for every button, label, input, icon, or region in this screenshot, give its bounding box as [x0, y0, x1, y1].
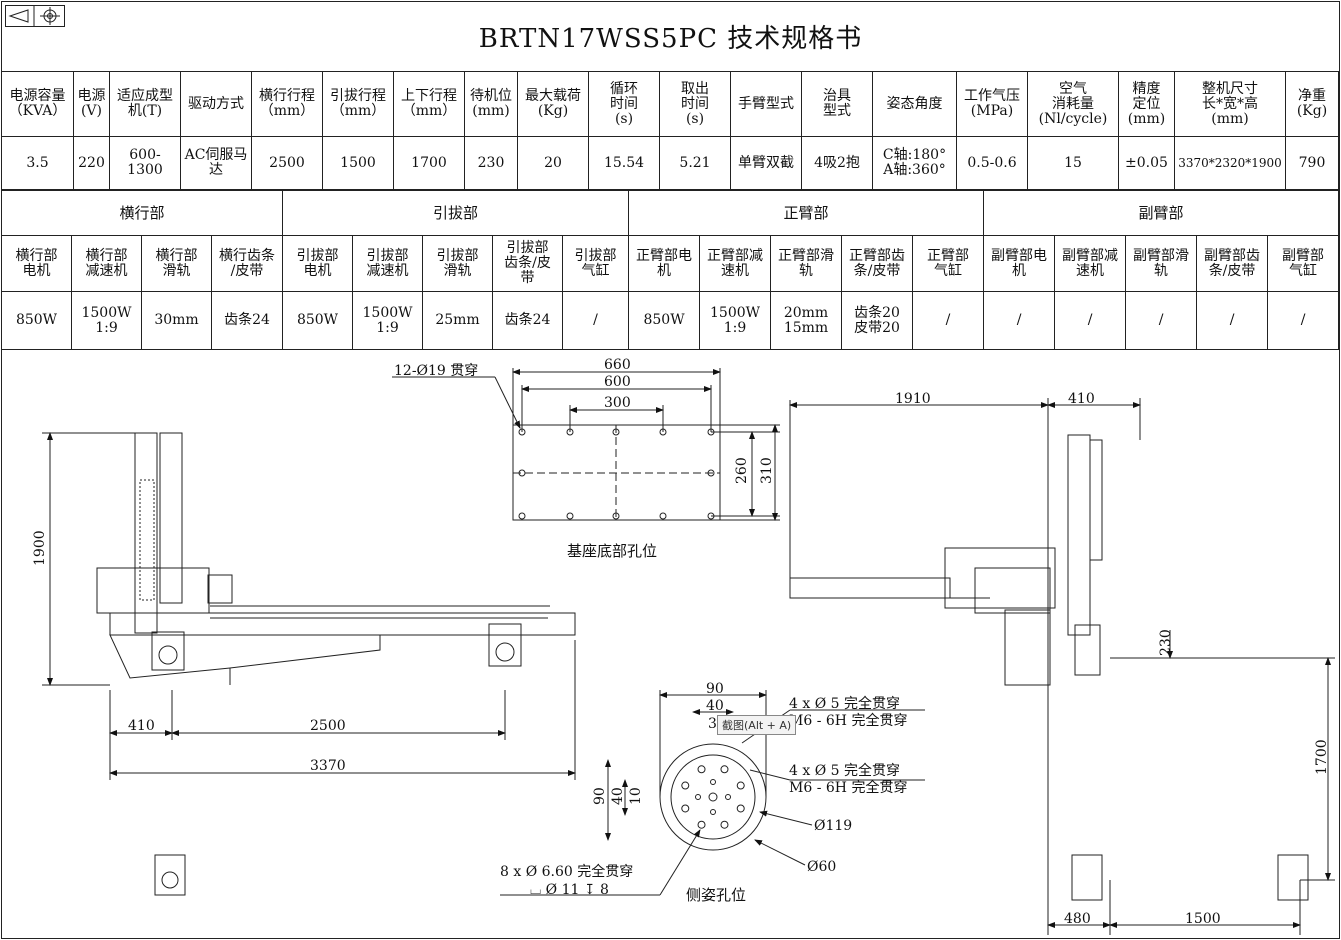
component-value-3: 齿条24 — [210, 291, 284, 350]
component-header-15: 副臂部减 速机 — [1054, 235, 1127, 292]
component-header-0: 横行部 电机 — [1, 235, 72, 292]
component-value-11: 20mm 15mm — [770, 291, 843, 350]
component-header-8: 引拔部 气缸 — [562, 235, 630, 292]
component-value-9: 850W — [628, 291, 701, 350]
spec-value-13: C轴:180° A轴:360° — [872, 136, 957, 190]
spec-header-18: 净重 (Kg) — [1285, 71, 1339, 137]
component-value-17: / — [1196, 291, 1269, 350]
spec-header-11: 手臂型式 — [730, 71, 802, 137]
component-value-12: 齿条20 皮带20 — [841, 291, 914, 350]
spec-value-7: 230 — [464, 136, 518, 190]
group-traverse: 横行部 — [0, 190, 284, 236]
spec-header-0: 电源容量 （KVA） — [1, 71, 74, 137]
component-header-9: 正臂部电 机 — [628, 235, 701, 292]
group-kickout: 引拔部 — [282, 190, 630, 236]
spec-header-9: 循环 时间 (s) — [588, 71, 660, 137]
spec-table: 电源容量 （KVA）电源 (V)适应成型 机(T)驱动方式横行行程 （mm）引拔… — [1, 71, 1339, 190]
spec-header-6: 上下行程 （mm） — [393, 71, 465, 137]
component-value-1: 1500W 1:9 — [71, 291, 142, 350]
spec-header-16: 精度 定位 (mm) — [1118, 71, 1175, 137]
spec-value-10: 5.21 — [659, 136, 731, 190]
document-title: BRTN17WSS5PC 技术规格书 — [478, 24, 863, 54]
group-main-arm: 正臂部 — [628, 190, 985, 236]
component-header-1: 横行部 减速机 — [71, 235, 142, 292]
component-value-8: / — [562, 291, 630, 350]
component-table: 横行部 引拔部 正臂部 副臂部 横行部 电机横行部 减速机横行部 滑轨横行齿条 … — [0, 190, 1340, 350]
spec-value-15: 15 — [1027, 136, 1119, 190]
spec-value-9: 15.54 — [588, 136, 660, 190]
spec-value-18: 790 — [1285, 136, 1339, 190]
component-value-16: / — [1125, 291, 1198, 350]
spec-value-6: 1700 — [393, 136, 465, 190]
component-header-14: 副臂部电 机 — [983, 235, 1056, 292]
spec-header-12: 治具 型式 — [801, 71, 873, 137]
component-header-17: 副臂部齿 条/皮带 — [1196, 235, 1269, 292]
spec-header-7: 待机位 (mm) — [464, 71, 518, 137]
spec-value-0: 3.5 — [1, 136, 74, 190]
component-value-14: / — [983, 291, 1056, 350]
screenshot-tooltip: 截图(Alt + A) — [717, 715, 797, 735]
projection-symbol-icon — [5, 5, 65, 27]
component-value-10: 1500W 1:9 — [699, 291, 772, 350]
component-header-4: 引拔部 电机 — [282, 235, 354, 292]
spec-value-14: 0.5-0.6 — [956, 136, 1028, 190]
component-value-4: 850W — [282, 291, 354, 350]
spec-value-17: 3370*2320*1900 — [1174, 136, 1286, 190]
spec-header-10: 取出 时间 (s) — [659, 71, 731, 137]
spec-value-1: 220 — [73, 136, 110, 190]
spec-value-5: 1500 — [322, 136, 394, 190]
component-header-18: 副臂部 气缸 — [1267, 235, 1340, 292]
component-header-2: 横行部 滑轨 — [141, 235, 212, 292]
spec-header-13: 姿态角度 — [872, 71, 957, 137]
spec-header-1: 电源 (V) — [73, 71, 110, 137]
component-header-5: 引拔部 减速机 — [352, 235, 424, 292]
component-value-5: 1500W 1:9 — [352, 291, 424, 350]
component-header-3: 横行齿条 /皮带 — [210, 235, 284, 292]
component-value-13: / — [912, 291, 985, 350]
component-header-12: 正臂部齿 条/皮带 — [841, 235, 914, 292]
spec-value-8: 20 — [517, 136, 589, 190]
component-value-7: 齿条24 — [492, 291, 564, 350]
spec-value-2: 600-1300 — [109, 136, 181, 190]
spec-value-12: 4吸2抱 — [801, 136, 873, 190]
spec-header-4: 横行行程 （mm） — [251, 71, 323, 137]
spec-value-16: ±0.05 — [1118, 136, 1175, 190]
spec-header-8: 最大载荷 (Kg) — [517, 71, 589, 137]
spec-header-14: 工作气压 (MPa) — [956, 71, 1028, 137]
component-header-10: 正臂部减 速机 — [699, 235, 772, 292]
component-header-6: 引拔部 滑轨 — [422, 235, 494, 292]
spec-header-5: 引拔行程 （mm） — [322, 71, 394, 137]
spec-header-17: 整机尺寸 长*宽*高 (mm) — [1174, 71, 1286, 137]
component-header-16: 副臂部滑 轨 — [1125, 235, 1198, 292]
spec-value-3: AC伺服马达 — [180, 136, 252, 190]
spec-value-11: 单臂双截 — [730, 136, 802, 190]
component-value-6: 25mm — [422, 291, 494, 350]
group-sub-arm: 副臂部 — [983, 190, 1340, 236]
component-header-13: 正臂部 气缸 — [912, 235, 985, 292]
component-value-15: / — [1054, 291, 1127, 350]
component-header-11: 正臂部滑 轨 — [770, 235, 843, 292]
component-value-0: 850W — [1, 291, 72, 350]
component-value-18: / — [1267, 291, 1340, 350]
component-value-2: 30mm — [141, 291, 212, 350]
spec-header-3: 驱动方式 — [180, 71, 252, 137]
spec-header-2: 适应成型 机(T) — [109, 71, 181, 137]
spec-value-4: 2500 — [251, 136, 323, 190]
component-header-7: 引拔部 齿条/皮 带 — [492, 235, 564, 292]
spec-header-15: 空气 消耗量 (Nl/cycle) — [1027, 71, 1119, 137]
